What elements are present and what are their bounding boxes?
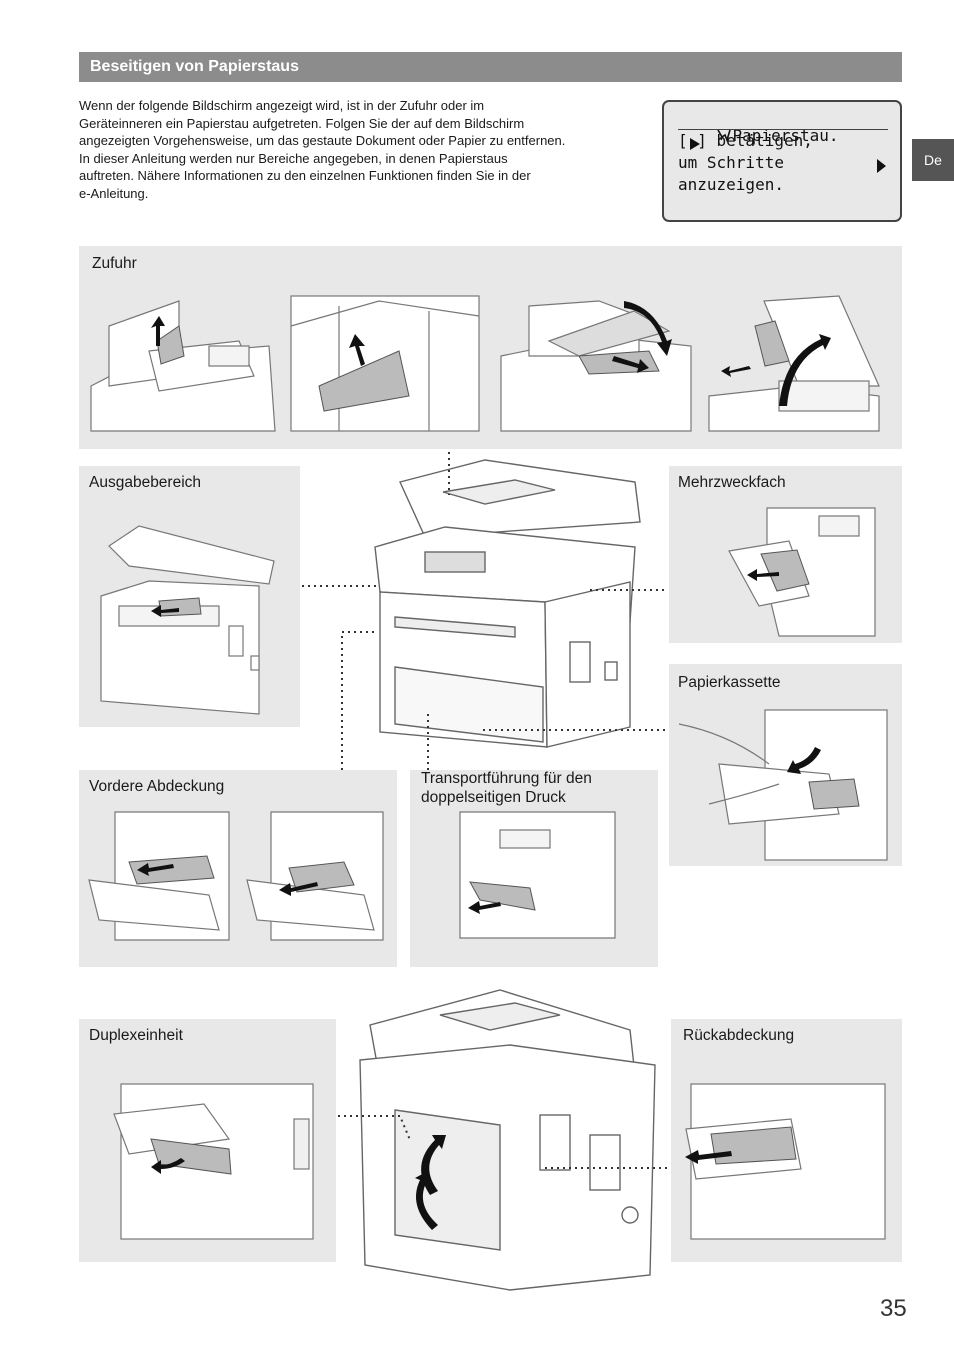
intro-line: Wenn der folgende Bildschirm angezeigt w… bbox=[79, 98, 485, 113]
intro-line: e-Anleitung. bbox=[79, 185, 149, 201]
duplex-transport-illustration bbox=[459, 811, 616, 939]
printer-front-illustration bbox=[374, 459, 641, 748]
intro-line: In dieser Anleitung werden nur Bereiche … bbox=[79, 150, 508, 166]
paper-jam-icon bbox=[716, 129, 731, 143]
lcd-line-2-text: [ ] betätigen, bbox=[678, 131, 813, 150]
section-title: Beseitigen von Papierstaus bbox=[79, 52, 902, 82]
intro-text: Wenn der folgende Bildschirm angezeigt w… bbox=[79, 97, 639, 203]
panel-label-vordere-abdeckung: Vordere Abdeckung bbox=[89, 778, 225, 795]
lcd-screen: Papierstau. [ ] betätigen, um Schritte a… bbox=[662, 100, 902, 222]
printer-rear-illustration bbox=[359, 989, 656, 1291]
multipurpose-tray-illustration bbox=[728, 507, 876, 637]
output-area-illustration bbox=[100, 525, 275, 715]
panel-label-ausgabebereich: Ausgabebereich bbox=[89, 474, 202, 491]
lcd-next-arrow-icon bbox=[877, 159, 886, 173]
panel-vordere-abdeckung: Vordere Abdeckung bbox=[79, 770, 397, 967]
panel-label-transportfuehrung-1: Transportführung für den bbox=[421, 770, 592, 787]
paper-cassette-illustration bbox=[678, 709, 888, 861]
lcd-line-1: Papierstau. bbox=[678, 107, 839, 164]
panel-mehrzweckfach: Mehrzweckfach bbox=[669, 466, 902, 643]
page-number: 35 bbox=[880, 1295, 907, 1322]
panel-label-mehrzweckfach: Mehrzweckfach bbox=[678, 474, 786, 491]
panel-label-rueckabdeckung: Rückabdeckung bbox=[683, 1027, 795, 1044]
language-tab: De bbox=[912, 139, 954, 181]
panel-ausgabebereich: Ausgabebereich bbox=[79, 466, 300, 727]
lcd-line-2: [ ] betätigen, bbox=[678, 131, 813, 150]
rear-cover-illustration bbox=[685, 1083, 886, 1240]
panel-duplexeinheit: Duplexeinheit bbox=[79, 1019, 336, 1262]
panel-label-papierkassette: Papierkassette bbox=[678, 674, 781, 691]
duplex-unit-illustration bbox=[113, 1083, 314, 1240]
front-cover-illustration bbox=[88, 811, 384, 941]
right-triangle-icon bbox=[690, 138, 700, 150]
lcd-line-1-text: Papierstau. bbox=[732, 126, 839, 145]
lcd-line-3: um Schritte bbox=[678, 153, 784, 172]
panel-rueckabdeckung: Rückabdeckung bbox=[671, 1019, 902, 1262]
panel-label-zufuhr: Zufuhr bbox=[92, 255, 137, 272]
lcd-line-4: anzuzeigen. bbox=[678, 175, 784, 194]
feeder-illustration bbox=[90, 295, 880, 432]
panel-papierkassette: Papierkassette bbox=[669, 664, 902, 866]
panel-label-duplexeinheit: Duplexeinheit bbox=[89, 1027, 183, 1044]
panel-zufuhr: Zufuhr bbox=[79, 246, 902, 449]
intro-line: angezeigten Vorgehensweise, um das gesta… bbox=[79, 133, 566, 149]
panel-label-transportfuehrung-2: doppelseitigen Druck bbox=[421, 789, 566, 806]
intro-line: auftreten. Nähere Informationen zu den e… bbox=[79, 168, 531, 184]
panel-transportfuehrung: Transportführung für den doppelseitigen … bbox=[410, 770, 658, 967]
lcd-divider bbox=[678, 129, 888, 130]
intro-line: Geräteinneren ein Papierstau aufgetreten… bbox=[79, 115, 525, 131]
